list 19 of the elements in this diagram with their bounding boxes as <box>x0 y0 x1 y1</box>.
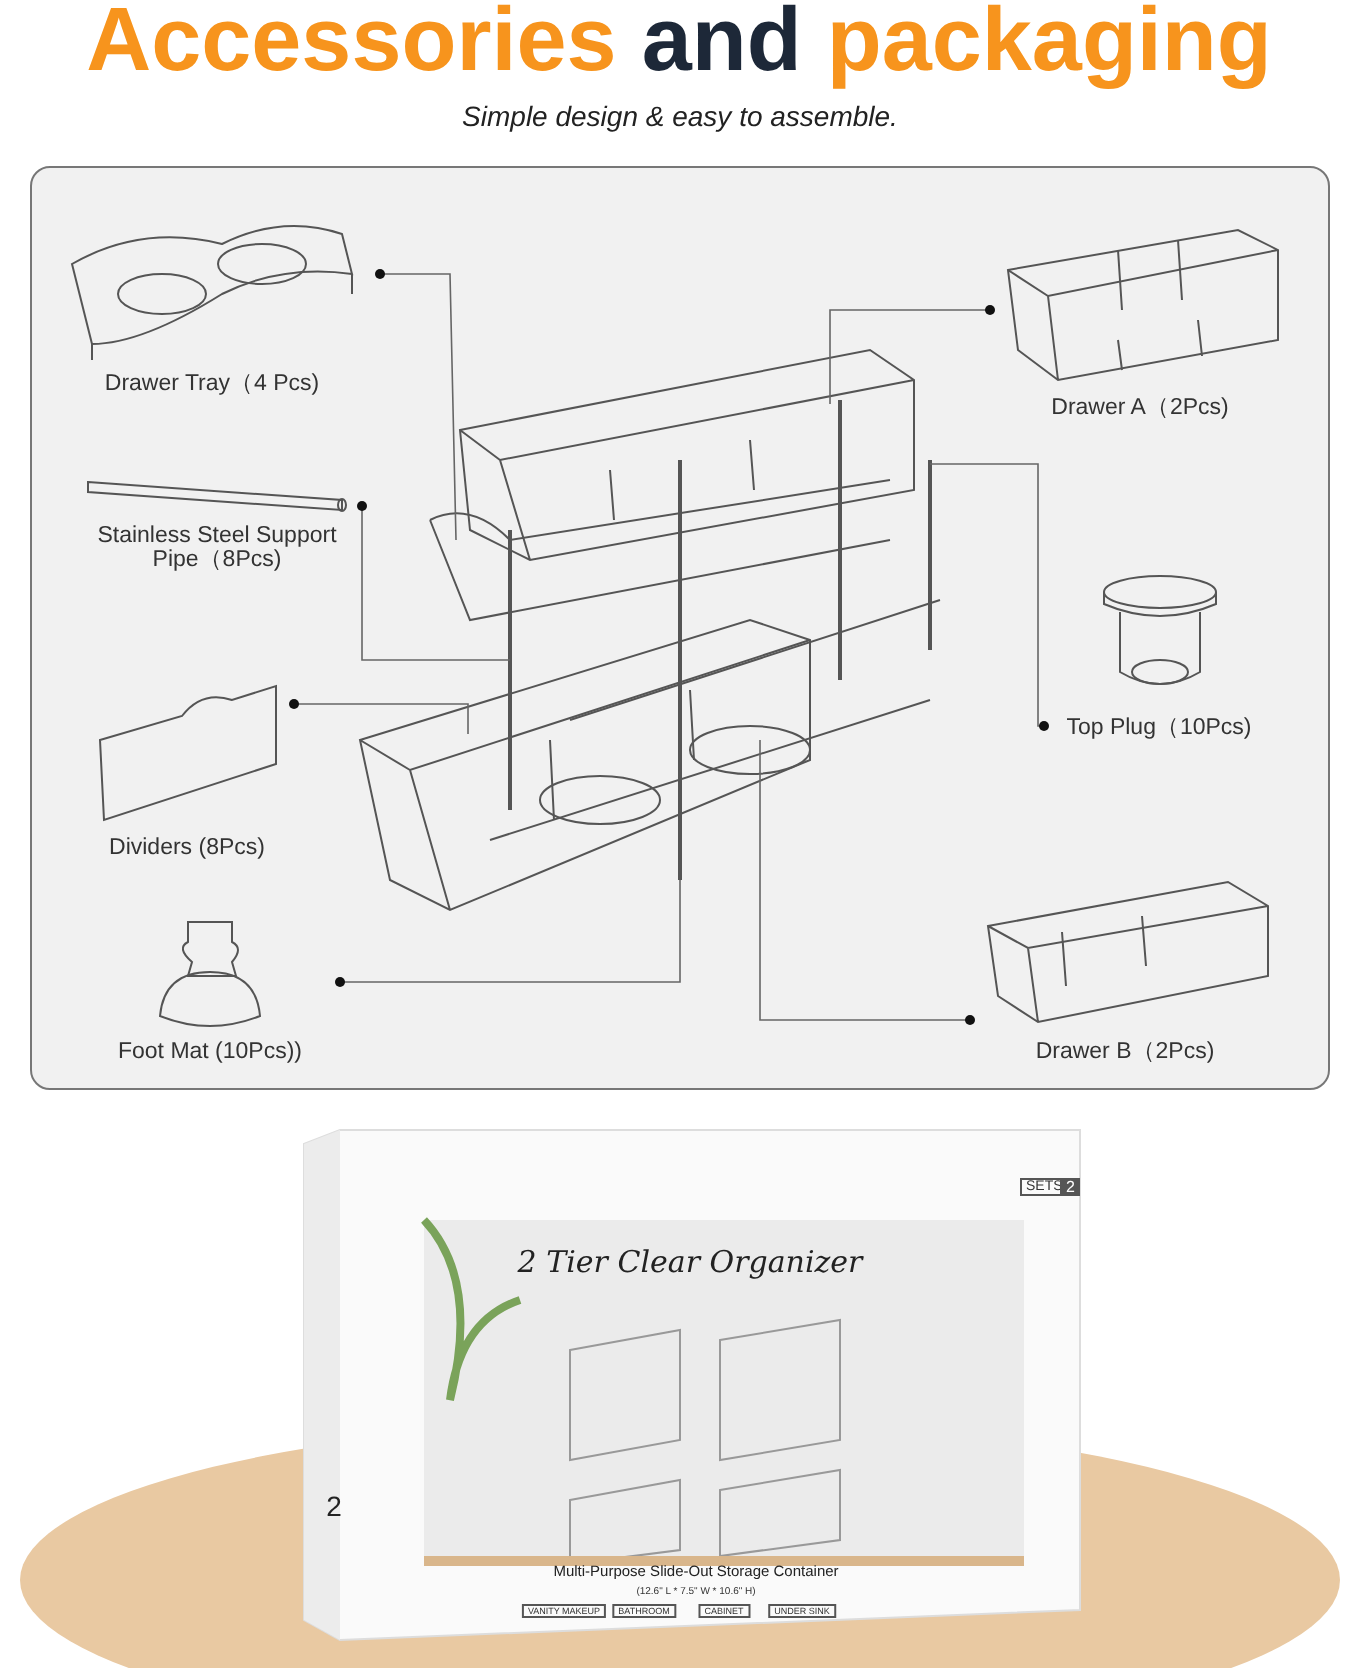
part-caption: Drawer B（2Pcs) <box>1035 1040 1215 1064</box>
package-text: 2 Tier Clear Organizer <box>517 1244 863 1280</box>
title: Accessories and packaging <box>84 0 1274 92</box>
package-text: 2 <box>326 1490 342 1522</box>
part-caption: Stainless Steel Support Pipe（8Pcs) <box>95 524 339 572</box>
leader-line <box>929 463 1049 731</box>
package-text: 2 <box>1060 1178 1081 1196</box>
part-caption: Drawer A（2Pcs) <box>1051 396 1229 420</box>
subtitle: Simple design & easy to assemble. <box>462 100 898 132</box>
part-caption: Drawer Tray（4 Pcs) <box>104 372 320 396</box>
leader-line <box>357 501 511 661</box>
leader-line <box>289 699 469 735</box>
part-caption: Dividers (8Pcs) <box>109 836 265 860</box>
part-caption: Top Plug（10Pcs) <box>1066 716 1252 740</box>
leader-line <box>759 739 975 1025</box>
leader-line <box>335 879 681 987</box>
leader-line <box>829 305 995 405</box>
leader-line <box>375 269 457 541</box>
part-caption: Foot Mat (10Pcs)) <box>117 1040 303 1064</box>
